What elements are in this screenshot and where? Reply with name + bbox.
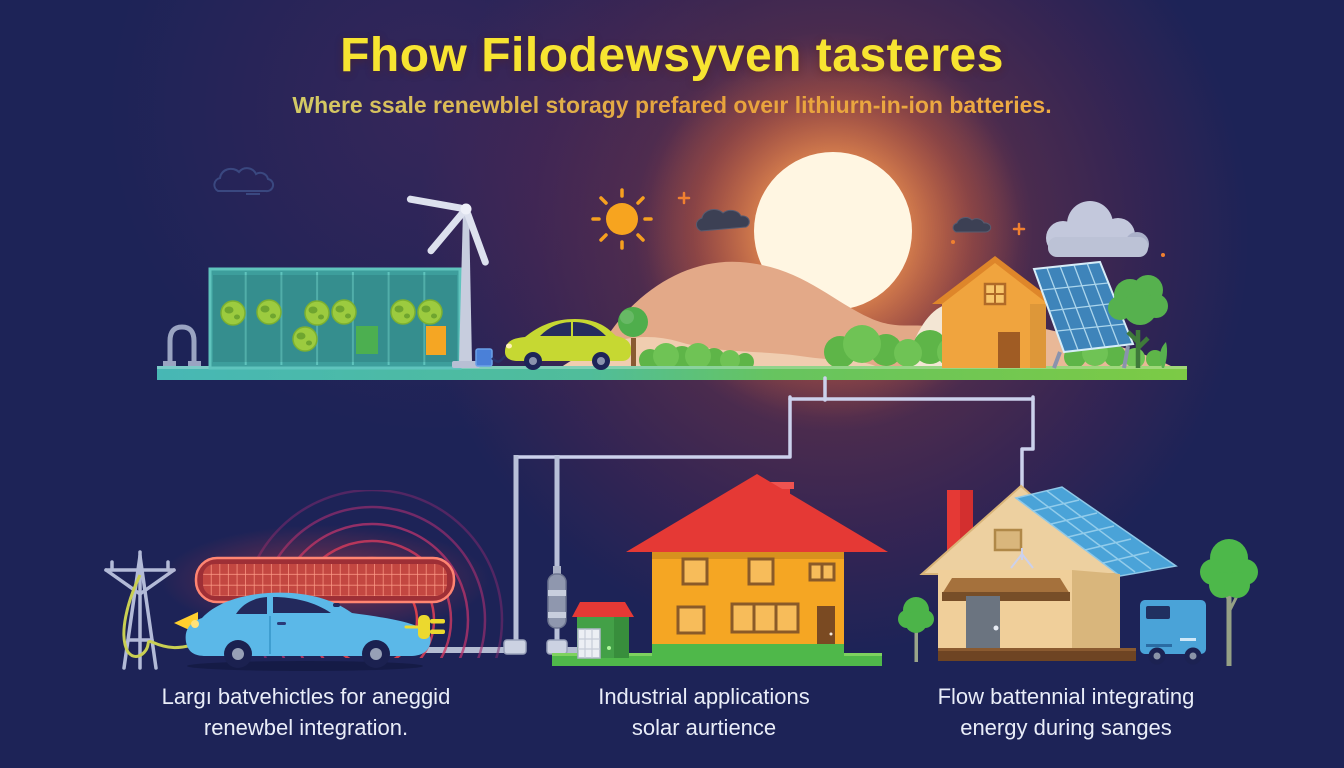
- big-sun: [754, 152, 912, 310]
- yellow-house-icon: [626, 474, 888, 658]
- caption-flow-battery-line1: Flow battennial integrating: [937, 684, 1195, 709]
- caption-ev-integration: Largı batvehictles for aneggid renewbel …: [132, 681, 480, 743]
- large-tree-icon: [1200, 539, 1258, 666]
- globe-icons: [220, 299, 446, 355]
- lime-car-icon: [505, 319, 632, 370]
- page-title: Fhow Filodewsyven tasteres: [340, 29, 1004, 82]
- cloud-outline-icon: [213, 167, 275, 195]
- orange-house-icon: [932, 256, 1058, 368]
- valve-icon: [547, 566, 567, 629]
- caption-flow-battery: Flow battennial integrating energy durin…: [892, 681, 1240, 743]
- plug-icon: [404, 615, 445, 639]
- caption-industrial-line1: Industrial applications: [598, 684, 810, 709]
- roof-antenna: [1010, 548, 1034, 569]
- charging-arch-icon: [163, 324, 201, 366]
- ev-car-blue-icon: [185, 592, 431, 671]
- sun-icon: [591, 188, 653, 250]
- battery-shed-icon: [572, 602, 634, 659]
- bottom-trees: [898, 539, 1258, 666]
- ev-charger-box-icon: [475, 348, 506, 367]
- caption-industrial-line2: solar aurtience: [631, 715, 777, 741]
- delivery-truck-icon: [1140, 600, 1206, 665]
- roadside-tree-icon: [618, 307, 648, 366]
- caption-flow-battery-line2: energy during sanges: [960, 715, 1172, 741]
- pipes: [423, 455, 583, 655]
- small-tree-icon: [898, 597, 934, 662]
- top-right-tree-icon: [1108, 275, 1168, 368]
- caption-ev-integration-line1: Largı batvehictles for aneggid: [161, 684, 451, 709]
- solar-array-icon: [1032, 260, 1135, 369]
- bushes: [639, 325, 1164, 371]
- dark-cloud-icon: [695, 208, 992, 233]
- page-subtitle: Where ssale renewblel storagy prefared o…: [0, 92, 1344, 119]
- caption-ev-integration-line2: renewbel integration.: [203, 715, 409, 741]
- solar-house-icon: [919, 484, 1178, 661]
- gray-cloud-icon: [1046, 201, 1149, 257]
- battery-container-icon: [208, 267, 462, 370]
- wind-turbine-icon: [406, 195, 489, 368]
- caption-industrial: Industrial applications solar aurtience: [530, 681, 878, 743]
- sparkles: [677, 191, 1165, 257]
